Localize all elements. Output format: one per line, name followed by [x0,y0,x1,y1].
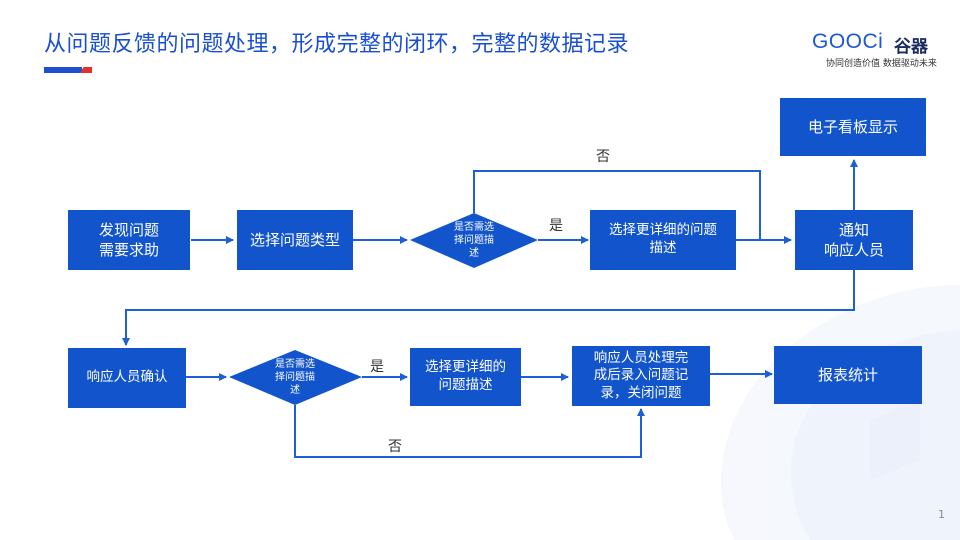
logo-chinese-name: 谷器 [894,37,928,57]
node-notify-responder: 通知 响应人员 [795,210,913,270]
decision-diamond-2 [229,350,362,405]
node-select-detail-1: 选择更详细的问题 描述 [590,210,736,270]
logo-slogan: 协同创造价值 数据驱动未来 [826,59,937,69]
edge-label-no-1: 否 [596,149,610,165]
edge-notify-to-confirm [122,270,855,346]
background-watermark [720,285,960,540]
edge-label-yes-2: 是 [370,359,384,375]
decision-diamond-1 [410,213,538,268]
edge-decision2-no [294,405,645,458]
edge-label-no-2: 否 [388,439,402,455]
title-underline [44,67,92,73]
page-number: 1 [938,508,945,521]
decision-1-label: 是否需选 择问题描 述 [454,221,494,259]
brand-logo: GOOCi 谷器 协同创造价值 数据驱动未来 [812,30,942,70]
node-report-statistics: 报表统计 [774,346,922,404]
edge-label-yes-1: 是 [549,218,563,234]
node-select-detail-2: 选择更详细的 问题描述 [410,348,521,406]
node-discover-problem: 发现问题 需要求助 [68,210,190,270]
title-underline-blue [44,67,82,73]
logo-wordmark: GOOCi [812,30,884,53]
edge-decision1-no [473,170,761,240]
node-select-problem-type: 选择问题类型 [237,210,353,270]
page-title: 从问题反馈的问题处理，形成完整的闭环，完整的数据记录 [44,32,630,57]
node-dashboard-display: 电子看板显示 [780,98,926,156]
title-underline-red [80,67,92,73]
node-record-and-close: 响应人员处理完 成后录入问题记 录，关闭问题 [572,346,710,406]
decision-2-label: 是否需选 择问题描 述 [275,358,315,396]
node-responder-confirm: 响应人员确认 [68,348,186,408]
